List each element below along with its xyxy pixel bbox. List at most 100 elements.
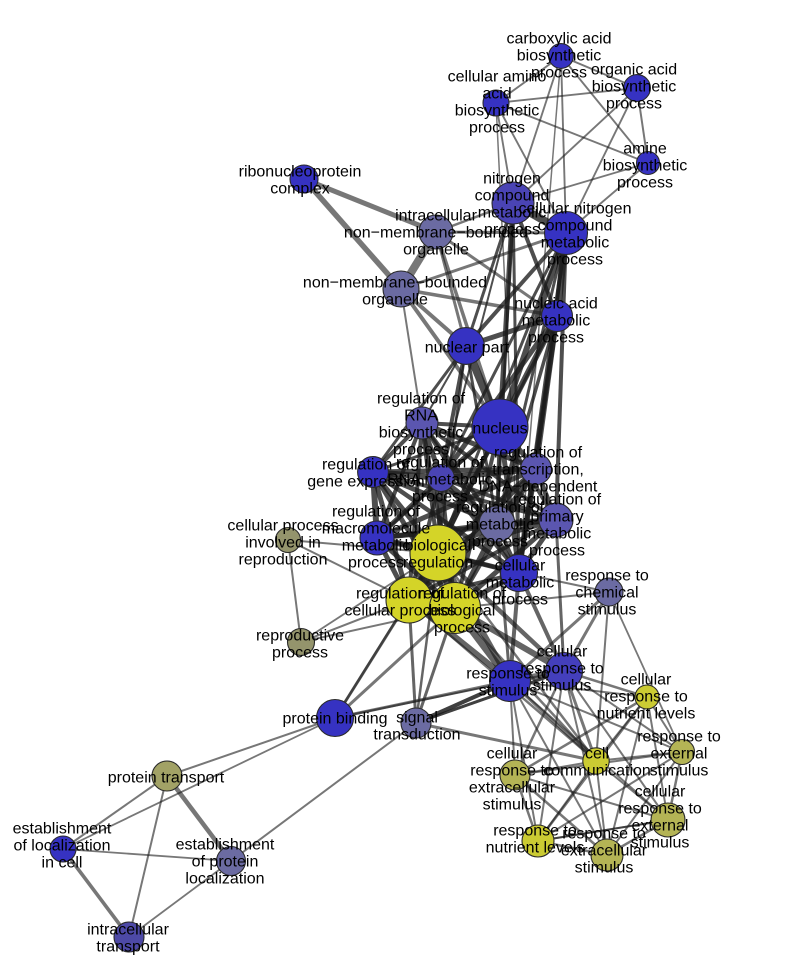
svg-text:response to: response to <box>562 826 646 843</box>
svg-text:non−membrane−bounded: non−membrane−bounded <box>303 275 487 292</box>
svg-text:response to: response to <box>520 661 604 678</box>
svg-text:process: process <box>617 175 673 192</box>
svg-text:establishment: establishment <box>13 821 112 838</box>
svg-text:organelle: organelle <box>403 242 469 259</box>
svg-text:regulation of: regulation of <box>356 586 445 603</box>
svg-text:carboxylic acid: carboxylic acid <box>507 31 612 48</box>
svg-text:process: process <box>492 592 548 609</box>
svg-text:protein transport: protein transport <box>108 770 225 787</box>
svg-text:regulation of: regulation of <box>332 504 421 521</box>
svg-text:stimulus: stimulus <box>575 860 634 877</box>
svg-text:cell: cell <box>585 746 609 763</box>
svg-text:transcription,: transcription, <box>492 462 584 479</box>
svg-text:cellular process: cellular process <box>344 603 455 620</box>
svg-text:regulation of: regulation of <box>456 500 545 517</box>
svg-text:stimulus: stimulus <box>631 835 690 852</box>
svg-text:compound: compound <box>538 218 613 235</box>
svg-text:transport: transport <box>96 939 160 956</box>
svg-text:macromolecule: macromolecule <box>322 521 431 538</box>
svg-text:organic acid: organic acid <box>591 62 677 79</box>
svg-text:nucleus: nucleus <box>472 421 527 438</box>
svg-text:cellular nitrogen: cellular nitrogen <box>519 201 632 218</box>
svg-text:biosynthetic: biosynthetic <box>455 103 540 120</box>
svg-text:regulation of: regulation of <box>396 455 485 472</box>
svg-text:regulation of: regulation of <box>377 391 466 408</box>
svg-text:RNA metabolic: RNA metabolic <box>387 472 493 489</box>
svg-text:stimulus: stimulus <box>533 678 592 695</box>
svg-text:signal: signal <box>396 710 438 727</box>
svg-text:process: process <box>529 543 585 560</box>
svg-text:metabolic: metabolic <box>478 205 546 222</box>
svg-text:process: process <box>348 555 404 572</box>
svg-text:stimulus: stimulus <box>479 683 538 700</box>
svg-text:reproductive: reproductive <box>256 628 344 645</box>
svg-text:process: process <box>528 330 584 347</box>
svg-text:nutrient levels: nutrient levels <box>486 840 585 857</box>
svg-text:regulation of: regulation of <box>322 457 411 474</box>
svg-text:cellular amino: cellular amino <box>448 69 547 86</box>
svg-text:RNA: RNA <box>404 408 438 425</box>
svg-text:chemical: chemical <box>575 585 638 602</box>
svg-text:of localization: of localization <box>14 838 111 855</box>
svg-text:organelle: organelle <box>362 292 428 309</box>
svg-text:extracellular: extracellular <box>469 780 556 797</box>
svg-text:establishment: establishment <box>176 837 275 854</box>
svg-text:process: process <box>469 120 525 137</box>
svg-text:process: process <box>484 222 540 239</box>
svg-text:complex: complex <box>270 181 330 198</box>
svg-text:response to: response to <box>565 568 649 585</box>
svg-text:biological: biological <box>429 603 496 620</box>
svg-text:process: process <box>412 489 468 506</box>
svg-text:nucleic acid: nucleic acid <box>514 296 598 313</box>
svg-text:non−membrane−bounded: non−membrane−bounded <box>344 225 528 242</box>
svg-text:response to: response to <box>637 729 721 746</box>
svg-text:response to: response to <box>470 763 554 780</box>
svg-text:biosynthetic: biosynthetic <box>592 79 677 96</box>
svg-text:response to: response to <box>618 801 702 818</box>
svg-text:process: process <box>393 442 449 459</box>
svg-text:response to: response to <box>604 689 688 706</box>
svg-text:external: external <box>632 818 689 835</box>
svg-text:metabolic: metabolic <box>486 575 554 592</box>
svg-text:involved in: involved in <box>245 535 321 552</box>
svg-text:extracellular: extracellular <box>561 843 648 860</box>
svg-text:cellular: cellular <box>635 784 686 801</box>
svg-text:intracellular: intracellular <box>87 922 169 939</box>
svg-text:biological: biological <box>405 538 472 555</box>
svg-text:metabolic: metabolic <box>541 235 609 252</box>
svg-text:metabolic: metabolic <box>466 517 534 534</box>
svg-text:localization: localization <box>185 871 264 888</box>
svg-text:biosynthetic: biosynthetic <box>603 158 688 175</box>
svg-text:gene expression: gene expression <box>307 474 424 491</box>
svg-text:process: process <box>434 620 490 637</box>
svg-text:amine: amine <box>623 141 667 158</box>
svg-text:regulation of: regulation of <box>513 492 602 509</box>
svg-text:nitrogen: nitrogen <box>483 171 541 188</box>
svg-text:cellular: cellular <box>621 672 672 689</box>
svg-text:regulation: regulation <box>403 555 473 572</box>
svg-text:intracellular: intracellular <box>395 208 477 225</box>
svg-text:reproduction: reproduction <box>239 552 328 569</box>
svg-text:process: process <box>531 65 587 82</box>
svg-text:cellular: cellular <box>537 644 588 661</box>
svg-text:in cell: in cell <box>42 855 83 872</box>
svg-text:nuclear part: nuclear part <box>425 340 510 357</box>
svg-text:acid: acid <box>482 86 511 103</box>
svg-text:primary: primary <box>530 509 583 526</box>
svg-text:ribonucleoprotein: ribonucleoprotein <box>239 164 362 181</box>
svg-text:cellular process: cellular process <box>227 518 338 535</box>
svg-text:metabolic: metabolic <box>522 313 590 330</box>
svg-text:compound: compound <box>475 188 550 205</box>
svg-text:process: process <box>472 534 528 551</box>
svg-text:cellular: cellular <box>495 558 546 575</box>
svg-text:response to: response to <box>466 666 550 683</box>
svg-text:biosynthetic: biosynthetic <box>517 48 602 65</box>
svg-text:stimulus: stimulus <box>483 797 542 814</box>
svg-text:external: external <box>651 746 708 763</box>
svg-text:process: process <box>547 252 603 269</box>
svg-text:response to: response to <box>493 823 577 840</box>
svg-text:protein binding: protein binding <box>283 711 388 728</box>
svg-text:of protein: of protein <box>192 854 259 871</box>
svg-text:metabolic: metabolic <box>523 526 591 543</box>
svg-text:regulation of: regulation of <box>494 445 583 462</box>
